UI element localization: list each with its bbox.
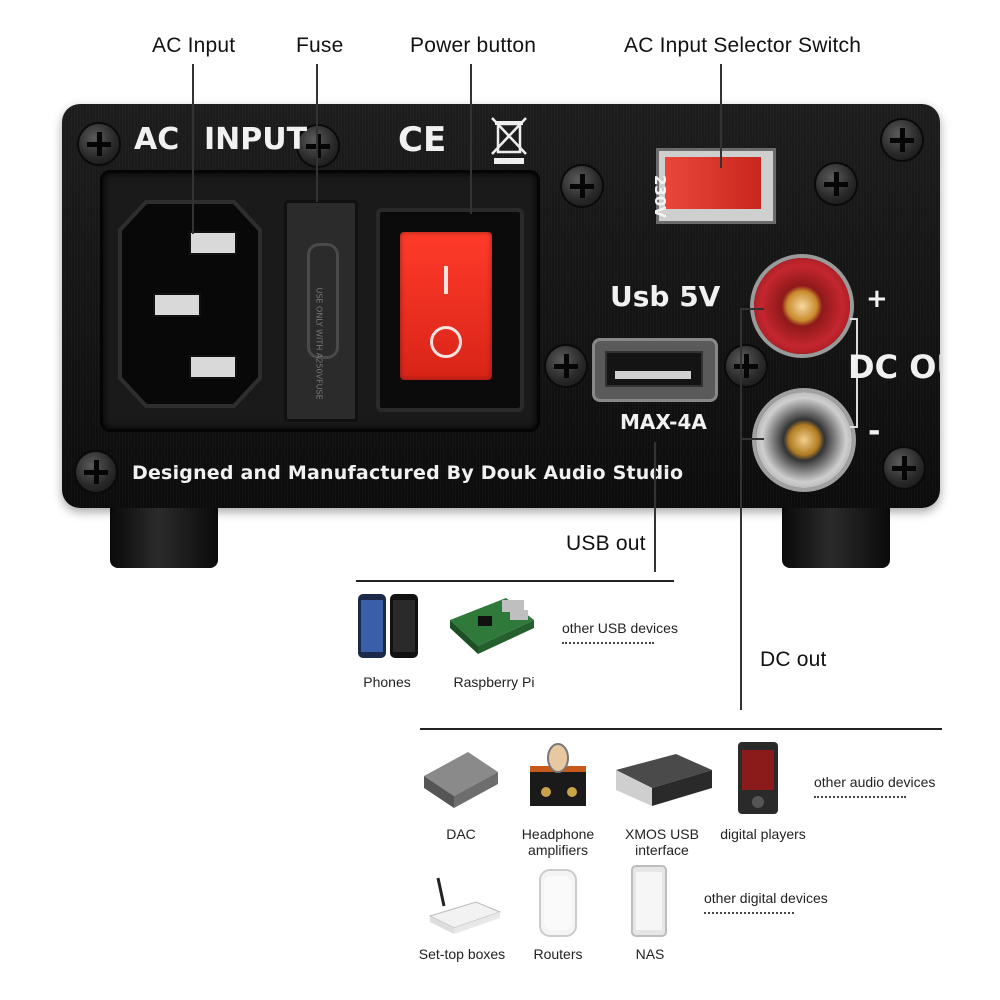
xmos-usb-interface-icon <box>616 754 712 806</box>
voltage-selector-slider <box>665 157 761 209</box>
phones-icon <box>358 594 418 658</box>
usb-port[interactable] <box>592 338 718 402</box>
screw-icon <box>298 126 338 166</box>
dc-out-positive-terminal[interactable] <box>754 258 850 354</box>
fuse-warning-text: USE ONLY WITH A250VFUSE <box>314 287 324 400</box>
audio-device-label: XMOS USB interface <box>625 826 699 858</box>
fuse-holder[interactable]: USE ONLY WITH A250VFUSE <box>284 200 358 422</box>
other-audio-devices-dots <box>814 796 906 798</box>
dc-out-leader-tick-bottom <box>740 438 764 440</box>
other-usb-devices-dots <box>562 642 654 644</box>
digital-device-label: NAS <box>635 946 665 962</box>
ac-label: AC <box>134 122 180 157</box>
screw-icon <box>816 164 856 204</box>
usb-max-label: MAX-4A <box>620 410 707 434</box>
dc-out-callout: DC out <box>760 648 827 671</box>
raspberry-pi-icon <box>450 598 534 654</box>
dc-out-label: DC OUT <box>848 348 940 386</box>
usb-port-contacts <box>615 371 691 379</box>
screw-icon <box>882 120 922 160</box>
usb-device-label: Raspberry Pi <box>453 674 535 690</box>
usb-device-label: Phones <box>363 674 411 690</box>
digital-device-label: Routers <box>533 946 583 962</box>
usb-out-leader <box>654 442 656 572</box>
other-usb-devices-label: other USB devices <box>562 620 678 636</box>
other-audio-devices-label: other audio devices <box>814 774 936 790</box>
selector-switch-leader <box>720 64 722 168</box>
foot-right <box>782 508 890 568</box>
power-off-mark <box>430 326 462 358</box>
dc-out-bracket <box>850 318 858 428</box>
usb-out-callout: USB out <box>566 532 646 555</box>
minus-sign: - <box>868 414 881 449</box>
weee-bin-icon <box>491 117 527 164</box>
power-rocker-button[interactable] <box>400 232 492 380</box>
voltage-value: 230V <box>651 175 669 218</box>
audio-device-label: Headphone amplifiers <box>521 826 595 858</box>
headphone-amplifier-icon <box>530 743 586 806</box>
screw-icon <box>79 124 119 164</box>
fuse-callout: Fuse <box>296 34 344 57</box>
usb-devices-divider <box>356 580 674 582</box>
digital-player-icon <box>738 742 778 814</box>
screw-icon <box>546 346 586 386</box>
manufacturer-text: Designed and Manufactured By Douk Audio … <box>132 462 684 484</box>
dc-devices-divider <box>420 728 942 730</box>
input-label: INPUT <box>204 122 308 157</box>
digital-device-label: Set-top boxes <box>418 946 506 962</box>
selector-switch-callout: AC Input Selector Switch <box>624 34 862 57</box>
ac-input-callout: AC Input <box>152 34 236 57</box>
router-icon <box>539 869 577 937</box>
ac-input-leader <box>192 64 194 234</box>
voltage-selector-switch[interactable]: 230V <box>651 148 776 224</box>
usb-port-opening <box>605 351 703 387</box>
other-digital-devices-label: other digital devices <box>704 890 828 906</box>
screw-icon <box>76 452 116 492</box>
iec-inlet-socket[interactable] <box>116 196 264 412</box>
power-button-callout: Power button <box>410 34 537 57</box>
dc-out-leader-tick-top <box>740 308 764 310</box>
foot-left <box>110 508 218 568</box>
dc-out-leader <box>740 308 742 710</box>
nas-icon <box>631 865 667 937</box>
screw-icon <box>884 448 924 488</box>
dc-out-negative-terminal[interactable] <box>756 392 852 488</box>
other-digital-devices-dots <box>704 912 794 914</box>
usb-5v-label: Usb 5V <box>610 280 721 313</box>
power-supply-rear-panel: AC INPUT CE USE ONLY WITH A250VFUSE 230V… <box>62 104 940 508</box>
screw-icon <box>726 346 766 386</box>
audio-device-label: digital players <box>720 826 806 842</box>
ce-mark: CE <box>398 120 447 160</box>
fuse-icon <box>307 243 339 359</box>
power-on-mark <box>444 266 448 294</box>
dac-icon <box>424 752 498 808</box>
power-button-leader <box>470 64 472 214</box>
fuse-leader <box>316 64 318 202</box>
audio-device-label: DAC <box>446 826 476 842</box>
screw-icon <box>562 166 602 206</box>
plus-sign: + <box>866 284 888 314</box>
set-top-box-icon <box>428 877 502 934</box>
